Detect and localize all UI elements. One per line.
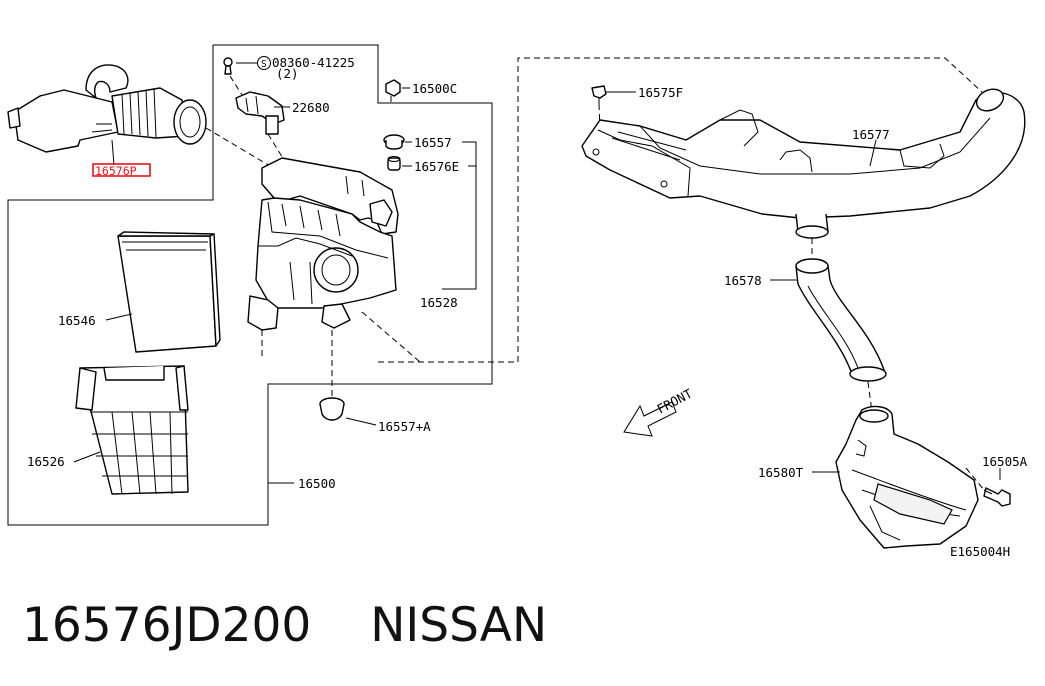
grommet-16557[interactable] bbox=[383, 134, 405, 150]
dashed-bolt-link bbox=[965, 467, 985, 491]
assembly-frame bbox=[7, 44, 493, 526]
leader-16577 bbox=[869, 139, 877, 167]
label-16557[interactable]: 16557 bbox=[414, 135, 452, 150]
screw-08360-41225[interactable] bbox=[223, 57, 233, 75]
label-front: FRONT bbox=[654, 386, 695, 417]
hose-16578[interactable] bbox=[795, 258, 887, 382]
leader-16557a bbox=[345, 417, 377, 426]
dashed-16576p-link bbox=[205, 127, 271, 167]
lower-case-16526[interactable] bbox=[75, 365, 189, 495]
brand-name: NISSAN bbox=[370, 598, 548, 653]
label-16528[interactable]: 16528 bbox=[420, 295, 458, 310]
drawing-number: E165004H bbox=[950, 544, 1010, 559]
bolt-16505a[interactable] bbox=[983, 487, 1011, 507]
leader-16576p bbox=[111, 139, 115, 166]
clip-16575f[interactable] bbox=[591, 85, 607, 104]
duct-16577-outlet bbox=[795, 213, 829, 239]
label-16505a[interactable]: 16505A bbox=[982, 454, 1028, 469]
label-08360-41225[interactable]: 08360-41225 bbox=[272, 55, 355, 70]
label-16576e[interactable]: 16576E bbox=[414, 159, 459, 174]
part-number: 16576JD200 bbox=[22, 598, 312, 653]
label-16500[interactable]: 16500 bbox=[298, 476, 336, 491]
label-16580t[interactable]: 16580T bbox=[758, 465, 804, 480]
inlet-duct-16576p[interactable] bbox=[7, 64, 207, 153]
label-16576p[interactable]: 16576P bbox=[95, 164, 137, 178]
bolt-16500c[interactable] bbox=[385, 79, 401, 102]
dashed-screw-link bbox=[229, 75, 245, 99]
part-caption: 16576JD200 NISSAN bbox=[22, 598, 547, 668]
dashed-case-to-duct bbox=[361, 311, 421, 363]
label-16526[interactable]: 16526 bbox=[27, 454, 65, 469]
bracket-16557-16528 bbox=[442, 141, 477, 290]
filter-element-16546[interactable] bbox=[117, 231, 221, 353]
duct-group-dashed-frame bbox=[378, 57, 983, 363]
sensor-22680[interactable] bbox=[235, 91, 285, 135]
label-08360-qty: (2) bbox=[276, 66, 299, 81]
dashed-sensor-link bbox=[267, 133, 285, 161]
leader-16526 bbox=[73, 451, 101, 463]
front-arrow bbox=[623, 401, 677, 437]
air-cleaner-upper-16528[interactable] bbox=[247, 157, 399, 331]
duct-16577[interactable] bbox=[581, 85, 1026, 219]
grommet-16557a[interactable] bbox=[319, 397, 345, 421]
label-16546[interactable]: 16546 bbox=[58, 313, 96, 328]
label-16500c[interactable]: 16500C bbox=[412, 81, 457, 96]
s-circle-mark bbox=[257, 56, 271, 70]
collar-16576e[interactable] bbox=[387, 156, 401, 171]
label-16557a[interactable]: 16557+A bbox=[378, 419, 431, 434]
s-mark-letter: S bbox=[261, 59, 267, 70]
label-16575f[interactable]: 16575F bbox=[638, 85, 683, 100]
label-16577[interactable]: 16577 bbox=[852, 127, 890, 142]
label-22680[interactable]: 22680 bbox=[292, 100, 330, 115]
highlight-box-16576p bbox=[92, 163, 151, 177]
label-16578[interactable]: 16578 bbox=[724, 273, 762, 288]
inlet-16580t[interactable] bbox=[835, 405, 979, 549]
leader-16546 bbox=[105, 313, 133, 321]
parts-diagram: 16576P S 08360-41225 (2) 22680 16500C 16… bbox=[7, 44, 1028, 559]
